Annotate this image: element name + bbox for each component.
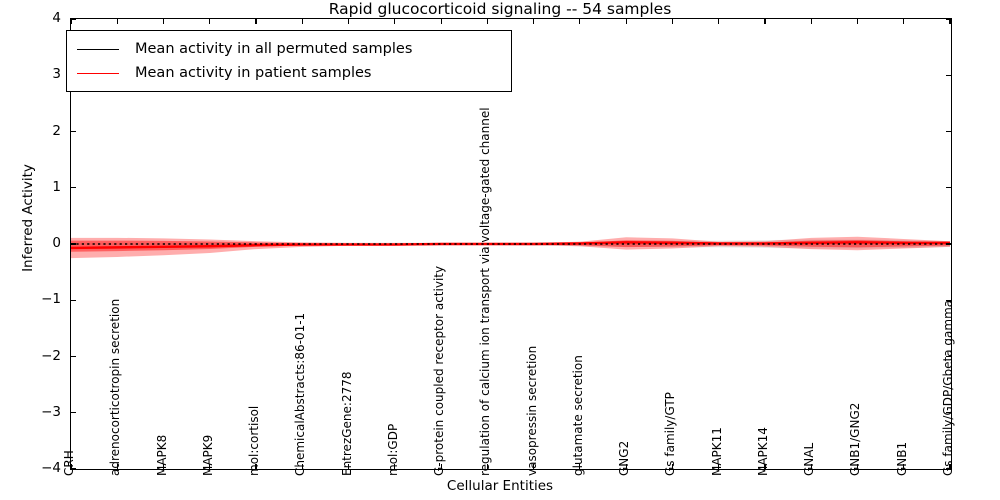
x-tick-label: glutamate secretion xyxy=(570,355,585,476)
x-tick-mark xyxy=(70,464,72,469)
y-tick-label: −1 xyxy=(41,291,61,308)
legend-item: Mean activity in patient samples xyxy=(77,61,501,85)
y-tick-mark xyxy=(71,299,76,301)
x-tick-mark-top xyxy=(394,19,396,24)
legend-swatch-patient xyxy=(77,72,119,74)
x-tick-label: mol:GDP xyxy=(385,423,400,476)
x-tick-mark-top xyxy=(949,19,951,24)
legend-label-permuted: Mean activity in all permuted samples xyxy=(135,41,413,57)
x-tick-mark xyxy=(162,464,165,469)
x-tick-mark xyxy=(625,464,627,469)
y-tick-label: 0 xyxy=(52,235,61,251)
y-tick-mark-right xyxy=(946,412,951,414)
x-tick-mark-top xyxy=(255,19,257,24)
x-tick-mark xyxy=(255,464,257,469)
y-tick-mark xyxy=(71,243,76,245)
x-tick-label: GNG2 xyxy=(617,440,632,476)
x-tick-mark-top xyxy=(625,19,627,24)
x-tick-mark xyxy=(347,464,350,469)
x-tick-mark-top xyxy=(718,19,720,24)
x-tick-mark-top xyxy=(116,19,118,24)
x-tick-mark xyxy=(533,464,535,469)
x-tick-mark-top xyxy=(301,19,303,24)
x-tick-mark xyxy=(856,464,859,469)
chart-title: Rapid glucocorticoid signaling -- 54 sam… xyxy=(328,0,672,18)
x-tick-mark xyxy=(301,464,303,469)
y-tick-label: 4 xyxy=(52,10,61,26)
x-tick-mark xyxy=(579,464,581,469)
x-tick-label: GNB1/GNG2 xyxy=(848,402,863,476)
legend-item: Mean activity in all permuted samples xyxy=(77,37,501,61)
x-tick-mark xyxy=(810,464,812,469)
y-tick-mark xyxy=(71,130,76,133)
x-tick-label: MAPK9 xyxy=(200,434,215,476)
y-tick-mark xyxy=(71,355,76,358)
x-tick-label: adrenocorticotropin secretion xyxy=(108,298,123,476)
x-tick-mark xyxy=(949,464,951,469)
x-tick-label: Gs family/GTP xyxy=(663,392,678,476)
plot-area xyxy=(70,18,952,470)
x-tick-mark xyxy=(116,464,118,469)
x-tick-mark-top xyxy=(209,19,211,24)
y-tick-mark-right xyxy=(946,18,951,20)
y-tick-label: −2 xyxy=(41,347,61,364)
x-tick-label: GNAL xyxy=(802,442,817,476)
x-tick-mark xyxy=(903,464,905,469)
x-tick-mark-top xyxy=(810,19,812,24)
x-tick-mark-top xyxy=(70,19,72,24)
x-tick-label: MAPK14 xyxy=(755,427,770,476)
y-tick-label: 2 xyxy=(52,122,61,139)
x-tick-label: MAPK11 xyxy=(709,427,724,476)
x-axis-label: Cellular Entities xyxy=(446,478,554,494)
confidence-band xyxy=(71,236,950,259)
x-tick-mark-top xyxy=(486,19,488,24)
y-tick-mark-right xyxy=(946,243,951,245)
legend-label-patient: Mean activity in patient samples xyxy=(135,65,372,81)
x-tick-mark xyxy=(209,464,211,469)
y-tick-mark-right xyxy=(946,355,951,358)
x-tick-mark-top xyxy=(903,19,905,24)
x-tick-label: CRH xyxy=(62,450,76,476)
plot-canvas xyxy=(71,236,950,259)
x-tick-mark-top xyxy=(764,19,766,24)
y-tick-label: 3 xyxy=(52,66,61,83)
x-tick-label: regulation of calcium ion transport via … xyxy=(478,107,493,476)
x-tick-label: EntrezGene:2778 xyxy=(339,371,354,477)
x-tick-label: GNB1 xyxy=(894,441,909,476)
y-tick-mark xyxy=(71,187,76,189)
x-tick-label: MAPK8 xyxy=(154,434,169,476)
y-tick-label: 1 xyxy=(52,178,61,195)
x-tick-mark-top xyxy=(671,19,673,24)
x-tick-label: vasopressin secretion xyxy=(524,345,539,476)
y-tick-label: −4 xyxy=(41,460,61,476)
y-tick-mark-right xyxy=(946,299,951,301)
x-tick-mark-top xyxy=(440,19,442,24)
y-tick-mark xyxy=(71,18,76,20)
x-tick-mark xyxy=(394,464,396,469)
x-tick-label: mol:cortisol xyxy=(247,405,262,476)
x-tick-mark xyxy=(718,464,720,469)
y-tick-mark-right xyxy=(946,74,951,76)
y-tick-mark-right xyxy=(946,187,951,189)
x-tick-mark xyxy=(764,464,766,469)
y-tick-label: −3 xyxy=(41,403,61,420)
y-tick-mark xyxy=(71,468,76,470)
x-tick-mark xyxy=(671,464,673,469)
y-tick-mark-right xyxy=(946,130,951,133)
x-tick-mark xyxy=(440,464,442,469)
x-tick-mark-top xyxy=(579,19,581,24)
x-tick-label: ChemicalAbstracts:86-01-1 xyxy=(293,312,308,476)
x-tick-mark xyxy=(486,464,488,469)
y-tick-mark xyxy=(71,412,76,414)
x-tick-mark-top xyxy=(162,19,165,24)
x-tick-mark-top xyxy=(347,19,350,24)
x-tick-mark-top xyxy=(533,19,535,24)
x-tick-mark-top xyxy=(856,19,859,24)
legend-swatch-permuted xyxy=(77,48,119,50)
x-tick-label: G-protein coupled receptor activity xyxy=(432,265,447,476)
chart-legend: Mean activity in all permuted samples Me… xyxy=(66,30,512,92)
x-tick-label: Gs family/GDP/Gbeta gamma xyxy=(941,299,955,476)
y-tick-mark-right xyxy=(946,468,951,470)
